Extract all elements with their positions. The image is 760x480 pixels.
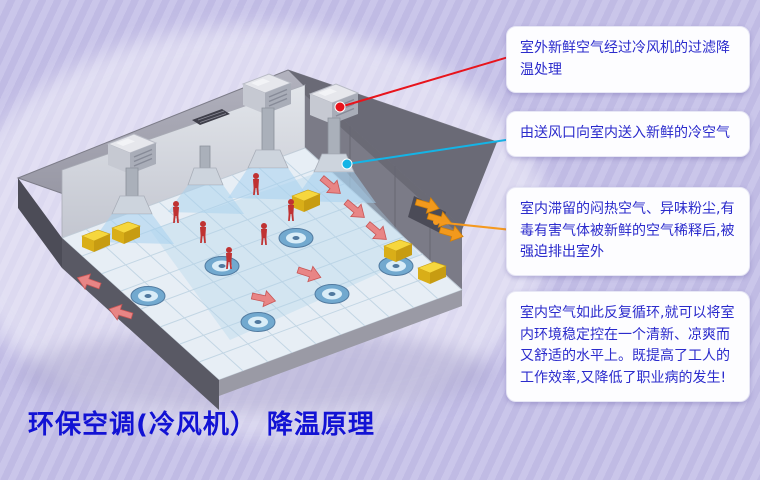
exterior-front-walls [18,178,462,410]
callout-supply-air-text: 由送风口向室内送入新鲜的冷空气 [520,125,730,141]
callout-exhaust-air: 室内滞留的闷热空气、异味粉尘,有毒有害气体被新鲜的空气稀释后,被强迫排出室外 [506,187,750,277]
exhaust-marker-dot [433,219,439,225]
callout-circulation: 室内空气如此反复循环,就可以将室内环境稳定控在一个清新、凉爽而又舒适的水平上。既… [506,291,750,402]
callout-supply-air: 由送风口向室内送入新鲜的冷空气 [506,111,750,157]
roof-vent-grille [192,109,230,125]
callout-fresh-air-filter: 室外新鲜空气经过冷风机的过滤降温处理 [506,26,750,94]
callout-circulation-text: 室内空气如此反复循环,就可以将室内环境稳定控在一个清新、凉爽而又舒适的水平上。既… [520,305,735,387]
connector-line-cyan [346,138,513,165]
page-title: 环保空调(冷风机） 降温原理 [28,410,375,440]
supply-air-marker-dot [341,158,353,170]
callout-fresh-air-filter-text: 室外新鲜空气经过冷风机的过滤降温处理 [520,40,730,78]
connector-line-orange [435,221,513,231]
fresh-air-marker-dot [334,101,346,113]
connector-line-red [339,55,513,108]
callout-exhaust-air-text: 室内滞留的闷热空气、异味粉尘,有毒有害气体被新鲜的空气稀释后,被强迫排出室外 [520,201,735,261]
connectors [334,55,513,231]
building [16,69,499,410]
